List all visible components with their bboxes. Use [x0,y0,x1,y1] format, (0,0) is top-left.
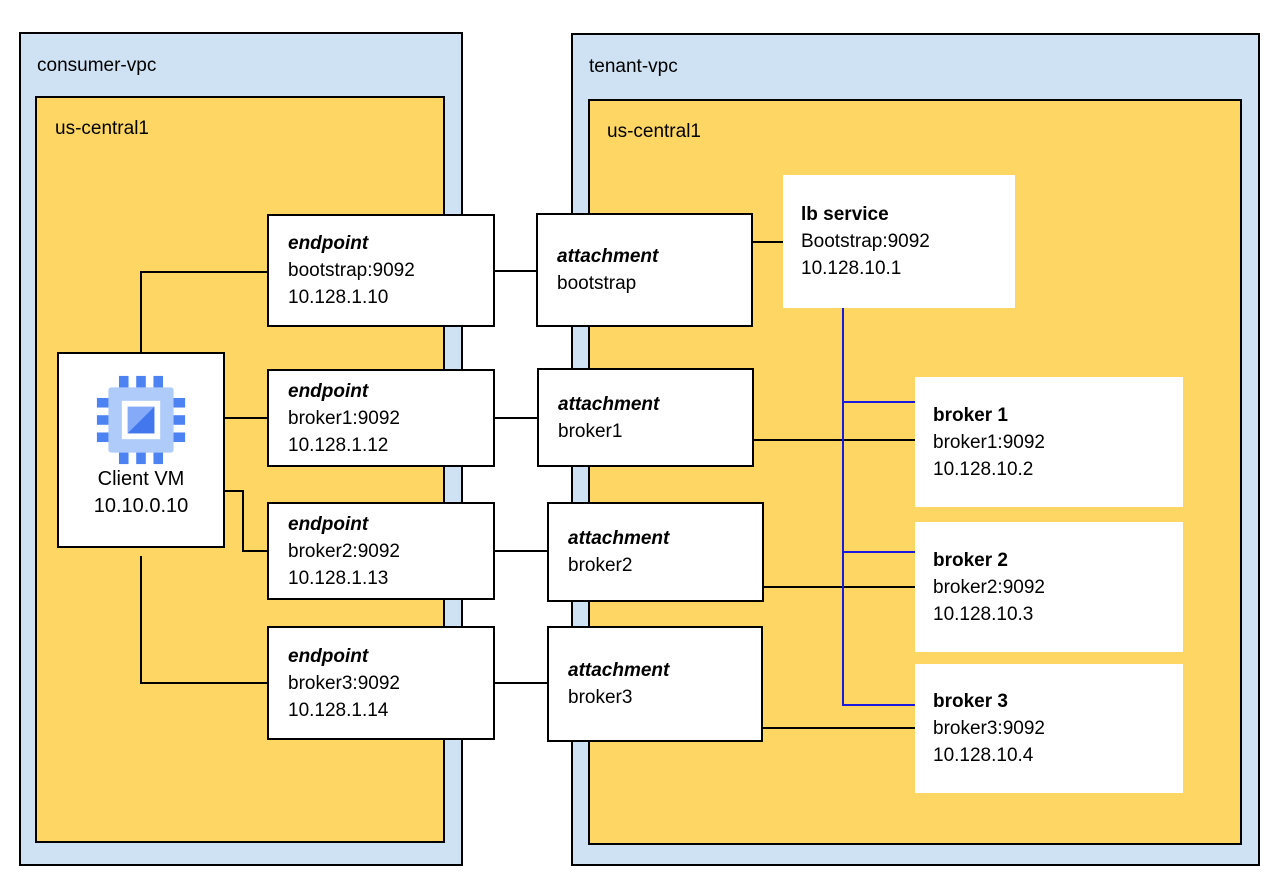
endpoint-service: broker2:9092 [288,540,400,562]
connector-endpoint-attachment-broker3 [495,682,549,684]
lb-service-title: lb service [801,204,889,225]
broker-ip: 10.128.10.4 [933,745,1034,766]
attachment-name-text: broker2 [568,555,633,576]
connector-clientvm-endpoint-broker1 [224,417,268,419]
attachment-title: attachment [568,660,670,681]
endpoint-title: endpoint [288,513,369,535]
consumer-vpc-label: consumer-vpc [37,55,157,76]
connector-attachment-broker1 [751,439,917,441]
attachment-broker1-node: attachment broker1 [537,368,754,467]
broker-title: broker 3 [933,691,1008,712]
connector-lbservice-broker1 [842,401,917,403]
client-vm-ip: 10.10.0.10 [93,495,189,517]
tenant-region-label: us-central1 [607,121,701,142]
connector-clientvm-endpoint-bootstrap [140,271,268,273]
endpoint-broker2-node: endpoint broker2:9092 10.128.1.13 [267,502,495,600]
attachment-broker3-node: attachment broker3 [547,626,763,742]
attachment-name-text: broker3 [568,687,633,708]
compute-engine-icon [96,375,186,465]
connector-attachment-broker3 [761,727,917,729]
endpoint-bootstrap-node: endpoint bootstrap:9092 10.128.1.10 [267,214,495,327]
connector-lbservice-trunk [842,308,844,706]
connector-endpoint-attachment-bootstrap [495,270,538,272]
broker2-node: broker 2 broker2:9092 10.128.10.3 [915,522,1183,652]
connector-clientvm-endpoint-broker2 [242,550,268,552]
client-vm-node: Client VM 10.10.0.10 [57,352,225,548]
attachment-broker2-node: attachment broker2 [547,502,764,602]
connector-lbservice-broker3 [842,704,917,706]
connector-clientvm-endpoint-broker3 [140,556,142,684]
endpoint-title: endpoint [288,380,369,402]
consumer-region-label: us-central1 [55,118,149,139]
endpoint-broker3-node: endpoint broker3:9092 10.128.1.14 [267,626,495,740]
broker-title: broker 2 [933,549,1008,571]
attachment-name-text: bootstrap [557,273,637,294]
connector-clientvm-endpoint-broker2 [224,490,244,492]
attachment-bootstrap-node: attachment bootstrap [536,213,753,327]
endpoint-title: endpoint [288,233,369,254]
endpoint-service: broker3:9092 [288,672,400,694]
attachment-title: attachment [558,393,660,415]
connector-clientvm-endpoint-broker3 [140,682,268,684]
connector-endpoint-attachment-broker1 [495,417,539,419]
broker-service: broker3:9092 [933,718,1045,739]
connector-clientvm-endpoint-bootstrap [140,271,142,353]
endpoint-title: endpoint [288,645,369,667]
lb-service-ip: 10.128.10.1 [801,258,902,279]
connector-endpoint-attachment-broker2 [495,550,549,552]
connector-attachment-lbservice [751,241,785,243]
broker-ip: 10.128.10.3 [933,603,1034,625]
broker-service: broker2:9092 [933,576,1045,598]
attachment-name-text: broker1 [558,420,623,442]
client-vm-name: Client VM [97,468,185,490]
connector-clientvm-endpoint-broker2 [242,490,244,552]
connector-attachment-broker2 [762,586,917,588]
endpoint-service: bootstrap:9092 [288,260,415,281]
broker-ip: 10.128.10.2 [933,458,1034,480]
broker3-node: broker 3 broker3:9092 10.128.10.4 [915,664,1183,793]
endpoint-ip: 10.128.1.13 [288,567,389,589]
broker-title: broker 1 [933,404,1008,426]
endpoint-service: broker1:9092 [288,407,400,429]
endpoint-ip: 10.128.1.14 [288,699,389,721]
endpoint-ip: 10.128.1.12 [288,434,389,456]
lb-service-service: Bootstrap:9092 [801,231,930,252]
lb-service-node: lb service Bootstrap:9092 10.128.10.1 [783,175,1015,308]
endpoint-ip: 10.128.1.10 [288,287,389,308]
endpoint-broker1-node: endpoint broker1:9092 10.128.1.12 [267,369,495,467]
attachment-title: attachment [568,528,670,549]
broker-service: broker1:9092 [933,431,1045,453]
tenant-vpc-label: tenant-vpc [589,56,678,77]
attachment-title: attachment [557,246,659,267]
connector-lbservice-broker2 [842,551,917,553]
broker1-node: broker 1 broker1:9092 10.128.10.2 [915,377,1183,507]
